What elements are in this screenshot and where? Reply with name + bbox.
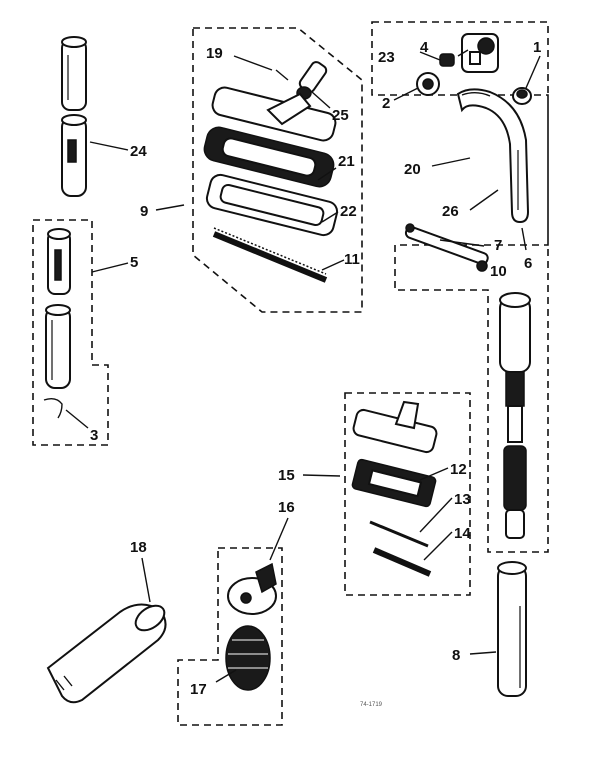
part-handle-curved-wand	[456, 88, 530, 224]
callout-1: 1	[533, 39, 541, 56]
part-21-brush-frame	[203, 126, 335, 188]
callout-14: 14	[454, 525, 471, 542]
callout-8: 8	[452, 647, 460, 664]
callout-7: 7	[494, 237, 502, 254]
callout-26: 26	[442, 203, 459, 220]
part-18-crevice-tool	[46, 603, 167, 704]
callouts: 1 2 3 4 5 6 7 8 9 10 11 12 13 14 15 16 1…	[90, 39, 541, 708]
callout-6: 6	[524, 255, 532, 272]
callout-21: 21	[338, 153, 355, 170]
callout-11: 11	[344, 251, 360, 268]
part-7-clip-bar	[404, 223, 489, 272]
box-group-16	[177, 547, 283, 726]
callout-9: 9	[140, 203, 148, 220]
part-2-ring	[416, 72, 440, 96]
box-group-15	[344, 392, 471, 596]
callout-10: 10	[490, 263, 507, 280]
callout-22: 22	[340, 203, 357, 220]
callout-12: 12	[450, 461, 467, 478]
part-16-dusting-brush	[227, 562, 277, 615]
callout-19: 19	[206, 45, 223, 62]
part-25-swivel-neck	[296, 61, 328, 100]
callout-4: 4	[420, 39, 429, 56]
leader-lines	[65, 49, 541, 683]
callout-20: 20	[404, 161, 421, 178]
callout-16: 16	[278, 499, 295, 516]
callout-23: 23	[378, 49, 395, 66]
part-19-pin	[275, 69, 289, 81]
part-12-pad	[351, 458, 437, 508]
callout-18: 18	[130, 539, 147, 556]
callout-17: 17	[190, 681, 207, 698]
part-13-strip	[369, 520, 429, 548]
part-5-wand-assembly	[45, 228, 71, 389]
part-17-brush-head	[225, 625, 271, 691]
part-floor-brush-body	[211, 86, 337, 142]
part-4-latch	[461, 33, 499, 73]
callout-15: 15	[278, 467, 295, 484]
footer-code: 74-1719	[360, 702, 383, 708]
part-24-wand-tube	[61, 36, 87, 197]
callout-25: 25	[332, 107, 349, 124]
part-11-bristle-strip	[212, 227, 328, 283]
callout-5: 5	[130, 254, 138, 271]
callout-3: 3	[90, 427, 98, 444]
part-15-floor-tool	[352, 400, 438, 454]
callout-24: 24	[130, 143, 147, 160]
part-23-spring	[439, 53, 455, 67]
part-8-extension-tube	[497, 561, 527, 697]
callout-13: 13	[454, 491, 471, 508]
part-3-clip	[43, 397, 63, 419]
part-22-gasket	[205, 173, 339, 237]
part-14-bristle	[372, 547, 432, 577]
part-10-hose-wand	[499, 292, 531, 539]
part-1-button	[512, 87, 532, 105]
callout-2: 2	[382, 95, 390, 112]
box-group-5	[32, 219, 109, 446]
